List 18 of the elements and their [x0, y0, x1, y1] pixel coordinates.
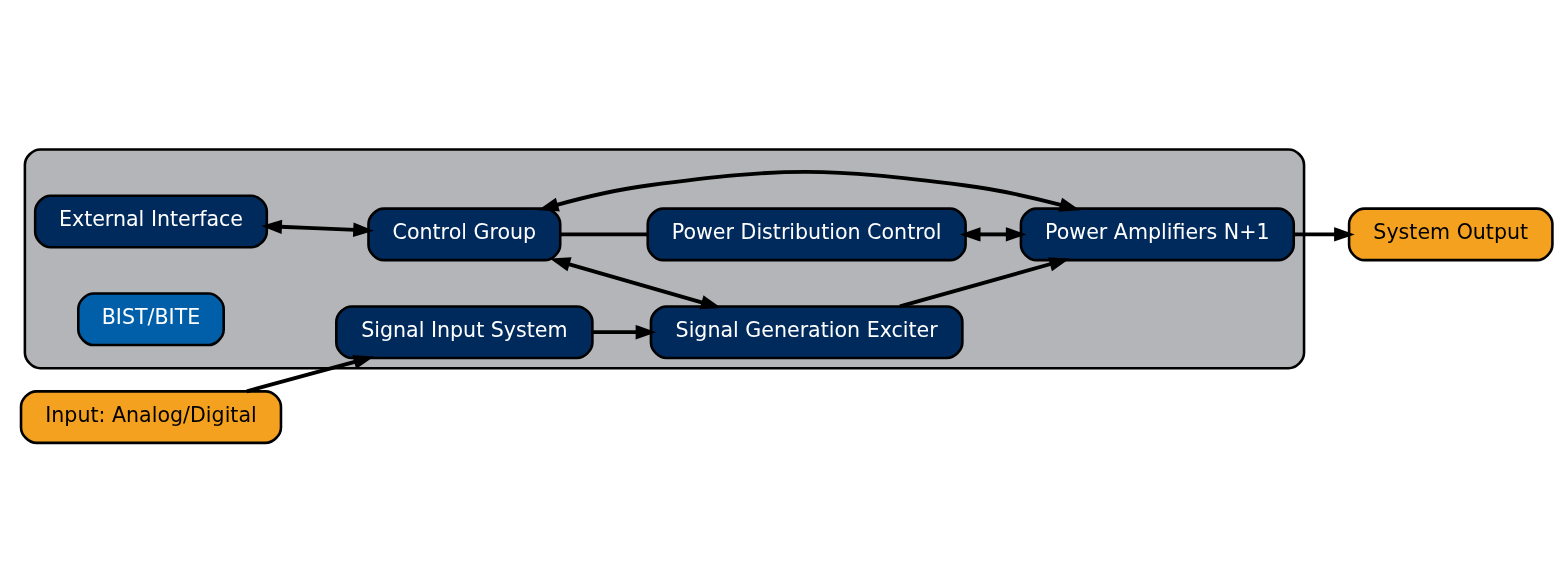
arrow [549, 256, 722, 309]
arrow [1293, 226, 1355, 242]
arrow [592, 324, 657, 339]
connector [560, 231, 648, 236]
arrow [261, 219, 374, 237]
node-box: Signal Input System [335, 304, 594, 359]
node-box: Power Distribution Control [646, 206, 967, 261]
node-box: Signal Generation Exciter [649, 304, 964, 359]
node-box: System Output [1347, 206, 1554, 261]
node-box: Control Group [367, 206, 562, 261]
arrow [246, 354, 375, 393]
node-box: BIST/BITE [77, 291, 225, 346]
arrow [899, 256, 1070, 308]
node-box: Power Amplifiers N+1 [1019, 206, 1296, 261]
arrow [959, 226, 1027, 242]
node-box: Input: Analog/Digital [19, 389, 283, 444]
node-box: External Interface [33, 194, 269, 249]
arrow [537, 169, 1081, 212]
